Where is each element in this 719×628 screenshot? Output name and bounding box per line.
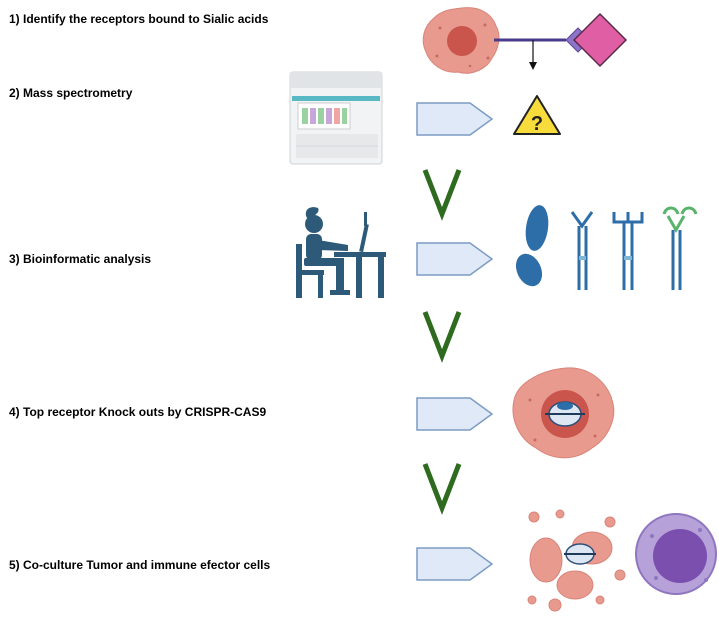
dying-tumor-cell-icon — [527, 509, 626, 612]
receptor-proteins-icon — [515, 205, 698, 290]
warning-triangle-icon: ? — [513, 95, 561, 135]
immune-effector-cell-icon — [635, 513, 717, 595]
down-chevron-2 — [422, 311, 462, 363]
process-arrow-4 — [416, 397, 494, 431]
down-chevron-3 — [422, 463, 462, 515]
down-chevron-1 — [422, 169, 462, 221]
step-4-label: 4) Top receptor Knock outs by CRISPR-CAS… — [9, 405, 267, 419]
process-arrow-3 — [416, 242, 494, 276]
step-2-label: 2) Mass spectrometry — [9, 86, 133, 100]
mass-spectrometer-icon — [289, 71, 383, 165]
crispr-knockout-cell-icon — [512, 367, 615, 459]
person-at-computer-icon — [296, 207, 386, 298]
sialic-acid-ligand-icon — [494, 12, 628, 70]
tumor-cell-icon — [422, 7, 500, 74]
unknown-symbol: ? — [531, 113, 543, 135]
process-arrow-5 — [416, 547, 494, 581]
process-arrow-2 — [416, 102, 494, 136]
step-5-label: 5) Co-culture Tumor and immune efector c… — [9, 558, 271, 572]
step-3-label: 3) Bioinformatic analysis — [9, 252, 152, 266]
step-1-label: 1) Identify the receptors bound to Siali… — [9, 12, 269, 26]
